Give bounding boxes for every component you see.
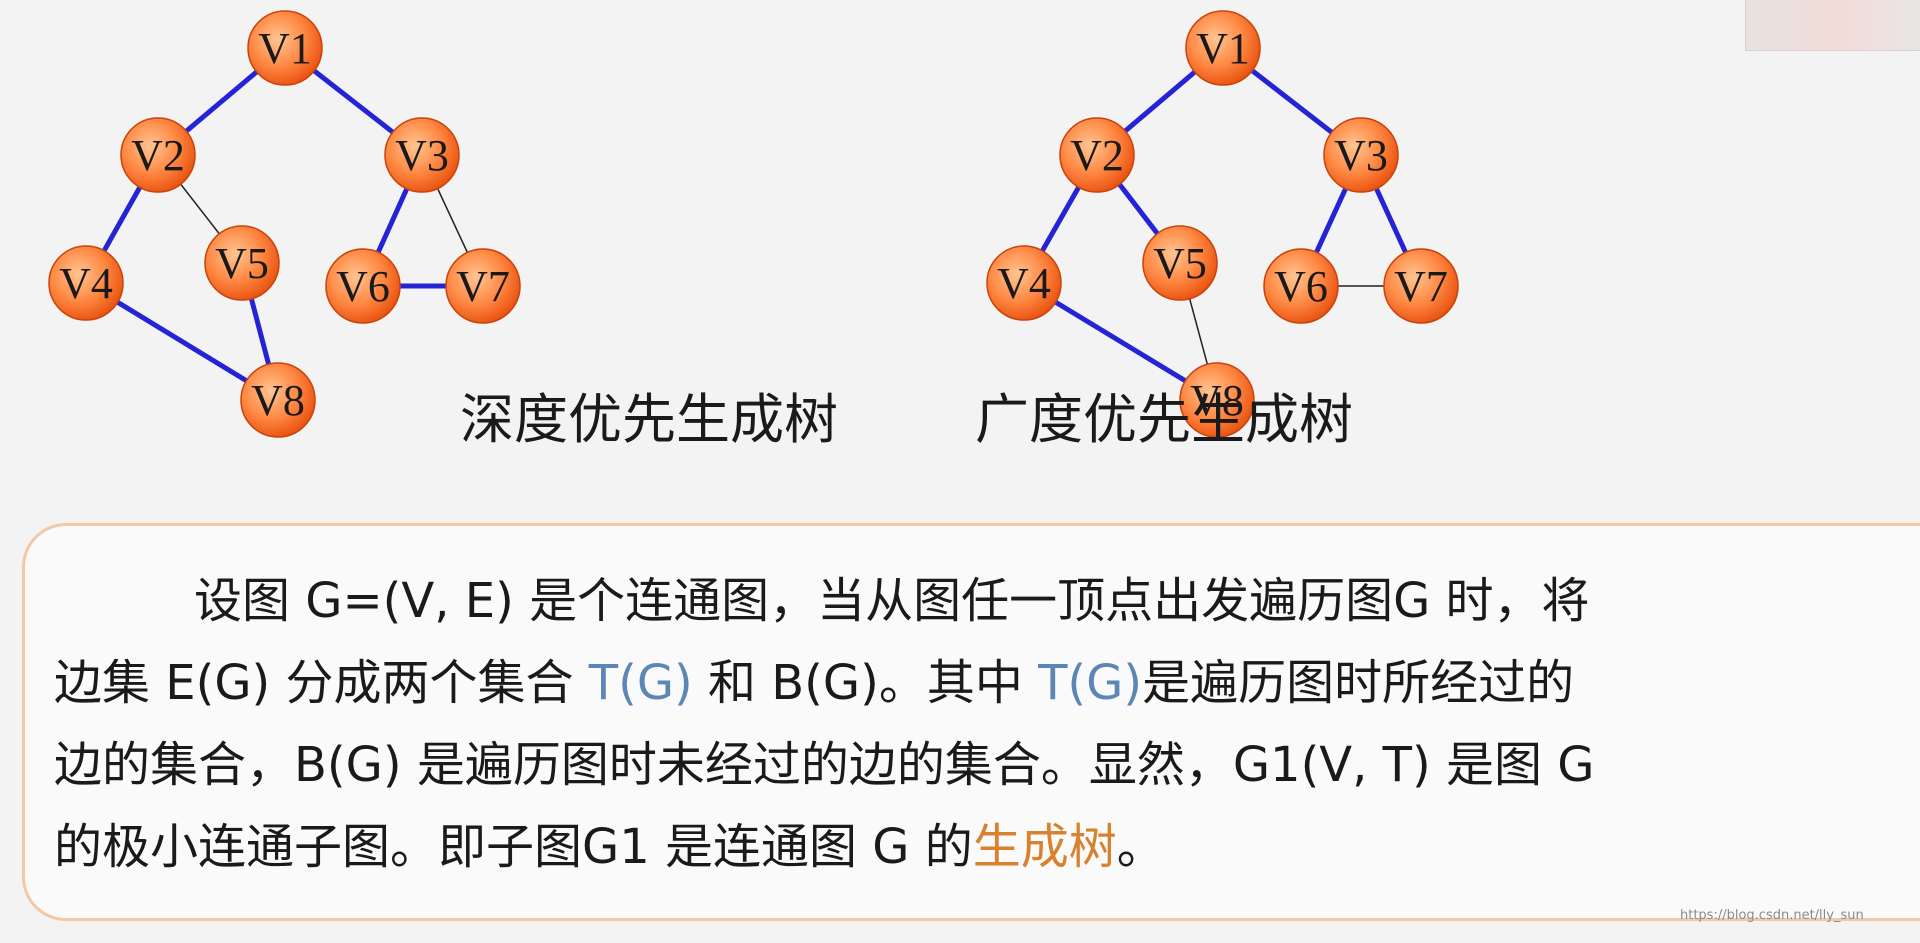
bfs-node-v1: V1 — [1185, 10, 1261, 86]
node-label: V2 — [1070, 131, 1124, 180]
node-label: V3 — [1334, 131, 1388, 180]
node-circle — [48, 245, 124, 321]
node-circle — [445, 248, 521, 324]
paragraph-line-4: 的极小连通子图。即子图G1 是连通图 G 的生成树。 — [54, 819, 1165, 875]
watermark: https://blog.csdn.net/lly_sun — [1680, 908, 1864, 923]
node-label: V5 — [215, 239, 269, 288]
node-circle — [1383, 248, 1459, 324]
node-label: V8 — [251, 376, 305, 425]
node-label: V6 — [336, 262, 390, 311]
dfs-caption: 深度优先生成树 — [460, 388, 838, 451]
dfs-node-v7: V7 — [445, 248, 521, 324]
dfs-node-v8: V8 — [240, 362, 316, 438]
dfs-node-v4: V4 — [48, 245, 124, 321]
node-label: V7 — [1394, 262, 1448, 311]
definition-paragraph: 设图 G=(V, E) 是个连通图，当从图任一顶点出发遍历图G 时，将 边集 E… — [54, 560, 1920, 888]
bfs-node-v4: V4 — [986, 245, 1062, 321]
node-circle — [120, 117, 196, 193]
node-circle — [1059, 117, 1135, 193]
node-circle — [204, 225, 280, 301]
bfs-caption: 广度优先生成树 — [975, 388, 1353, 451]
node-label: V1 — [258, 24, 312, 73]
node-label: V7 — [456, 262, 510, 311]
node-label: V5 — [1153, 239, 1207, 288]
video-thumbnail — [1745, 0, 1920, 51]
paragraph-line-3: 边的集合，B(G) 是遍历图时未经过的边的集合。显然，G1(V, T) 是图 G — [54, 737, 1595, 793]
node-label: V4 — [997, 259, 1051, 308]
node-circle — [1179, 362, 1255, 438]
bfs-node-v2: V2 — [1059, 117, 1135, 193]
tg-highlight-2: T(G) — [1038, 655, 1143, 711]
node-label: V6 — [1274, 262, 1328, 311]
bfs-node-v6: V6 — [1263, 248, 1339, 324]
node-circle — [247, 10, 323, 86]
dfs-node-v2: V2 — [120, 117, 196, 193]
dfs-node-v3: V3 — [384, 117, 460, 193]
node-circle — [1263, 248, 1339, 324]
node-label: V1 — [1196, 24, 1250, 73]
node-circle — [1323, 117, 1399, 193]
node-circle — [986, 245, 1062, 321]
node-label: V3 — [395, 131, 449, 180]
node-label: V2 — [131, 131, 185, 180]
node-label: V8 — [1190, 376, 1244, 425]
bfs-node-v8: V8 — [1179, 362, 1255, 438]
node-circle — [325, 248, 401, 324]
dfs-node-v5: V5 — [204, 225, 280, 301]
bfs-node-v5: V5 — [1142, 225, 1218, 301]
spanning-tree-highlight: 生成树 — [972, 819, 1117, 875]
paragraph-line-1: 设图 G=(V, E) 是个连通图，当从图任一顶点出发遍历图G 时，将 — [194, 573, 1590, 629]
paragraph-line-2: 边集 E(G) 分成两个集合 T(G) 和 B(G)。其中 T(G)是遍历图时所… — [54, 655, 1575, 711]
dfs-node-v1: V1 — [247, 10, 323, 86]
node-circle — [384, 117, 460, 193]
tg-highlight: T(G) — [588, 655, 693, 711]
node-label: V4 — [59, 259, 113, 308]
bfs-node-v7: V7 — [1383, 248, 1459, 324]
dfs-node-v6: V6 — [325, 248, 401, 324]
bfs-node-v3: V3 — [1323, 117, 1399, 193]
node-circle — [1142, 225, 1218, 301]
node-circle — [1185, 10, 1261, 86]
node-circle — [240, 362, 316, 438]
definition-box — [22, 523, 1920, 921]
